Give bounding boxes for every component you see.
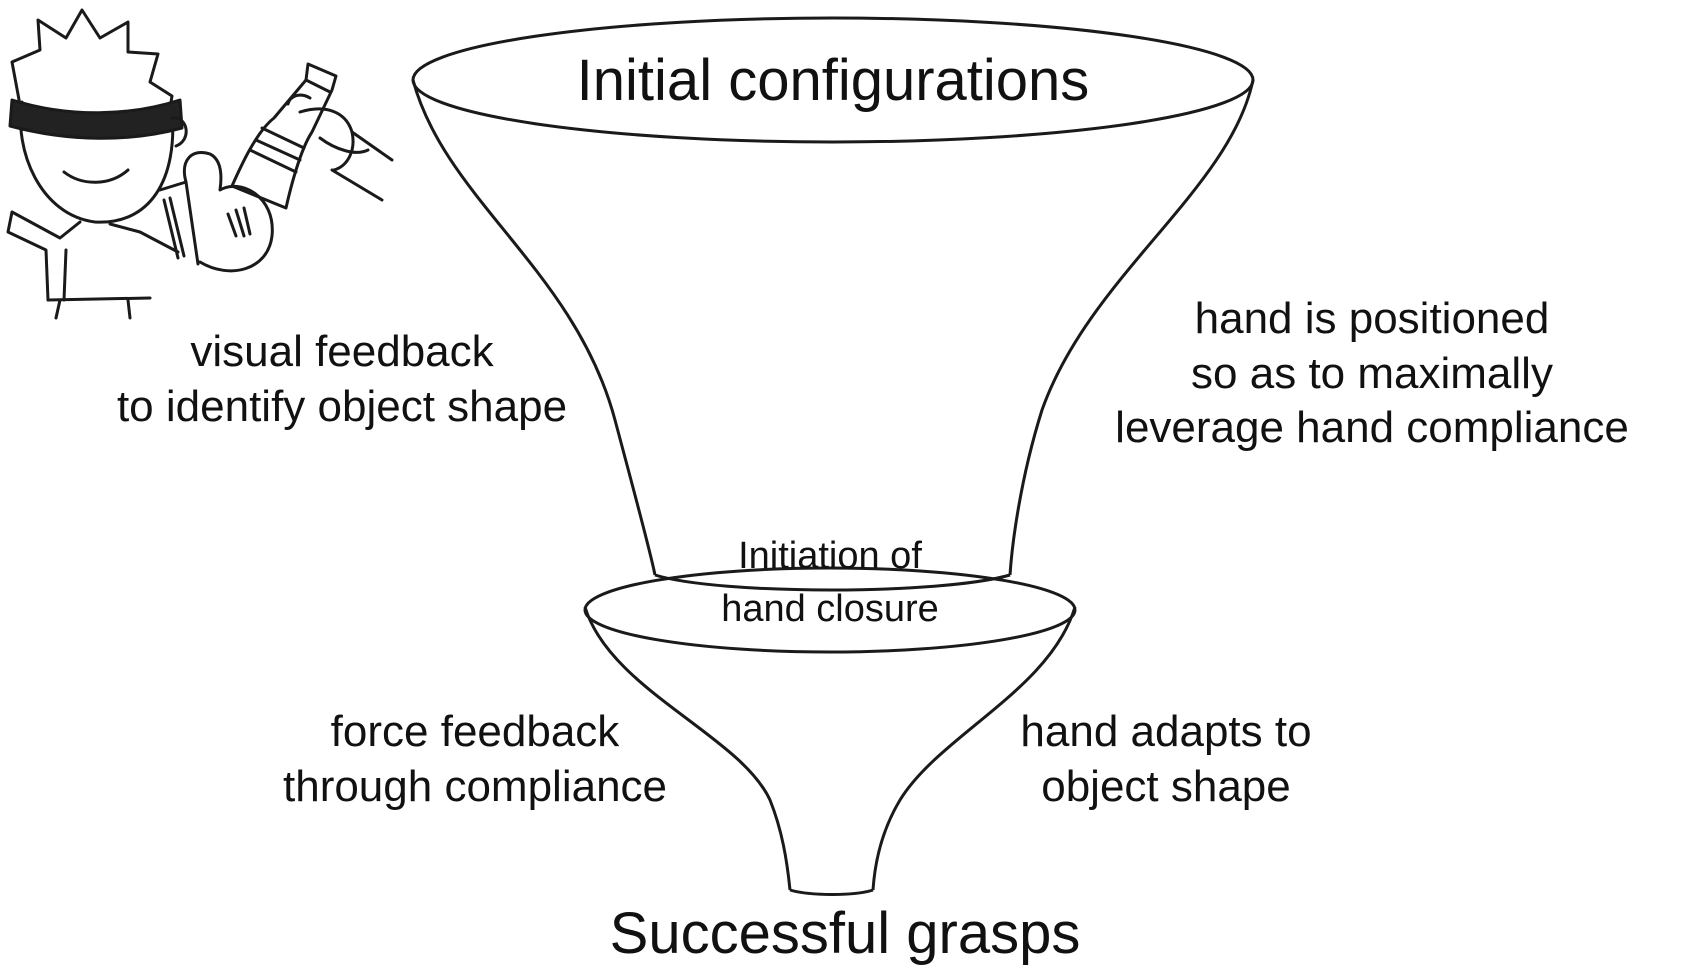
- hand-adapts-line-2: object shape: [1041, 761, 1291, 811]
- visual-feedback-line-1: visual feedback: [190, 327, 494, 376]
- visual-feedback-line-2: to identify object shape: [116, 381, 568, 431]
- lower-funnel: [583, 566, 1077, 896]
- hand-adapts-line-1: hand adapts to: [1020, 707, 1312, 756]
- initial-configurations-text: Initial configurations: [576, 48, 1090, 113]
- upper-funnel-right-wall: [1008, 79, 1255, 576]
- force-feedback-line-1: force feedback: [330, 707, 620, 756]
- force-feedback-label: force feedback through compliance: [283, 705, 667, 814]
- successful-grasps-label: Successful grasps: [610, 905, 1081, 963]
- hand-positioned-line-1: hand is positioned: [1194, 294, 1550, 343]
- initial-configurations-label: Initial configurations: [577, 52, 1090, 110]
- hand-positioned-line-2: so as to maximally: [1191, 348, 1553, 398]
- upper-funnel-left-wall: [411, 79, 657, 576]
- lower-funnel-right-wall: [871, 606, 1077, 891]
- force-feedback-line-2: through compliance: [282, 761, 668, 811]
- hand-adapts-label: hand adapts to object shape: [1020, 705, 1311, 814]
- initiation-line-2: hand closure: [721, 588, 939, 631]
- upper-funnel-neck: [654, 573, 1011, 592]
- initiation-line-1: Initiation of: [738, 535, 922, 577]
- lower-funnel-left-wall: [583, 606, 792, 891]
- lower-funnel-spout: [789, 888, 874, 896]
- visual-feedback-label: visual feedback to identify object shape: [117, 325, 567, 434]
- successful-grasps-text: Successful grasps: [609, 901, 1081, 966]
- blindfolded-person-illustration: [6, 8, 394, 320]
- initiation-hand-closure-label: Initiation of hand closure: [721, 530, 939, 636]
- hand-positioned-line-3: leverage hand compliance: [1115, 403, 1629, 453]
- hand-positioned-label: hand is positioned so as to maximally le…: [1115, 292, 1629, 456]
- upper-funnel: [411, 16, 1255, 592]
